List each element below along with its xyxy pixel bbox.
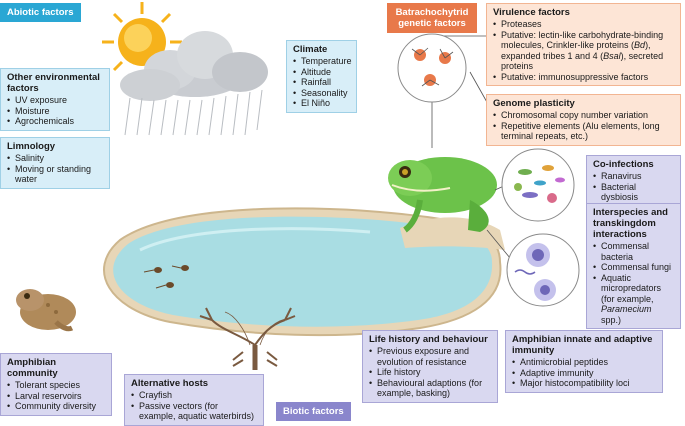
immune-cell-icon: [506, 233, 580, 307]
climate-box: Climate Temperature Altitude Rainfall Se…: [286, 40, 357, 113]
list-item-text: ), expanded tribes 1 and 4 (: [501, 40, 651, 61]
other-environmental-factors-box: Other environmental factors UV exposure …: [0, 68, 110, 131]
biotic-factors-tag: Biotic factors: [276, 402, 351, 421]
list-item: Life history: [369, 367, 491, 378]
cloud-icon: [120, 31, 268, 101]
chytrid-zoospore-icon: [397, 33, 467, 103]
interspecies-interactions-box: Interspecies and transkingdom interactio…: [586, 203, 681, 329]
list-item: Bacterial dysbiosis: [593, 182, 674, 203]
microbe-icon: [501, 148, 575, 222]
list-item: Agrochemicals: [7, 116, 103, 127]
list-item: Ranavirus: [593, 171, 674, 182]
list-item: Proteases: [493, 19, 674, 30]
abiotic-factors-tag: Abiotic factors: [0, 3, 81, 22]
box-title: Other environmental factors: [7, 72, 100, 94]
co-infections-box: Co-infections Ranavirus Bacterial dysbio…: [586, 155, 681, 207]
box-title: Genome plasticity: [493, 98, 575, 109]
box-title: Co-infections: [593, 159, 654, 170]
list-item-text: ), secreted proteins: [501, 50, 664, 72]
list-item: Tolerant species: [7, 380, 105, 391]
limnology-box: Limnology Salinity Moving or standing wa…: [0, 137, 110, 189]
list-item: Antimicrobial peptides: [512, 357, 656, 368]
list-item: Putative: lectin-like carbohydrate-bindi…: [493, 30, 674, 72]
crayfish-icon: [199, 307, 296, 370]
list-item-text: Aquatic micropredators (for example,: [601, 272, 662, 304]
list-item-text: spp.): [601, 314, 622, 325]
box-title: Life history and behaviour: [369, 334, 488, 345]
life-history-box: Life history and behaviour Previous expo…: [362, 330, 498, 403]
list-item: Altitude: [293, 67, 350, 78]
box-title: Climate: [293, 44, 328, 55]
list-item-text: Putative: lectin-like carbohydrate-bindi…: [501, 29, 664, 51]
list-item: Community diversity: [7, 401, 105, 412]
list-item: Salinity: [7, 153, 103, 164]
amphibian-immunity-box: Amphibian innate and adaptive immunity A…: [505, 330, 663, 393]
amphibian-community-box: Amphibian community Tolerant species Lar…: [0, 353, 112, 416]
box-title: Limnology: [7, 141, 56, 152]
rain-icon: [124, 89, 263, 136]
virulence-factors-box: Virulence factors Proteases Putative: le…: [486, 3, 681, 86]
species-name: Bsal: [603, 50, 621, 61]
frog-icon: [388, 157, 505, 250]
box-title: Interspecies and transkingdom interactio…: [593, 207, 668, 240]
list-item: Moisture: [7, 106, 103, 117]
list-item: Repetitive elements (Alu elements, long …: [493, 121, 674, 142]
box-title: Amphibian innate and adaptive immunity: [512, 334, 653, 356]
list-item: Rainfall: [293, 77, 350, 88]
alternative-hosts-box: Alternative hosts Crayfish Passive vecto…: [124, 374, 264, 426]
box-title: Amphibian community: [7, 357, 58, 379]
genome-plasticity-box: Genome plasticity Chromosomal copy numbe…: [486, 94, 681, 146]
species-name: Bd: [634, 40, 646, 50]
list-item: Putative: immunosuppressive factors: [493, 72, 674, 83]
list-item: Chromosomal copy number variation: [493, 110, 674, 121]
list-item: Commensal bacteria: [593, 241, 674, 262]
list-item: Temperature: [293, 56, 352, 67]
list-item: Passive vectors (for example, aquatic wa…: [131, 401, 257, 422]
list-item: Previous exposure and evolution of resis…: [369, 346, 491, 367]
pond: [103, 207, 502, 337]
box-title: Virulence factors: [493, 7, 570, 18]
list-item: Larval reservoirs: [7, 391, 105, 402]
list-item: El Niño: [293, 98, 350, 109]
list-item: Crayfish: [131, 390, 257, 401]
list-item: UV exposure: [7, 95, 103, 106]
toad-icon: [16, 289, 76, 332]
list-item: Major histocompatibility loci: [512, 378, 656, 389]
genus-name: Paramecium: [601, 304, 652, 314]
list-item: Moving or standing water: [7, 164, 103, 185]
genetic-factors-tag: Batrachochytrid genetic factors: [387, 3, 477, 33]
list-item: Behavioural adaptions (for example, bask…: [369, 378, 491, 399]
list-item: Commensal fungi: [593, 262, 674, 273]
list-item: Seasonality: [293, 88, 350, 99]
tadpole-icon: [143, 265, 189, 289]
box-title: Alternative hosts: [131, 378, 209, 389]
list-item: Adaptive immunity: [512, 368, 656, 379]
list-item: Aquatic micropredators (for example, Par…: [593, 273, 674, 326]
